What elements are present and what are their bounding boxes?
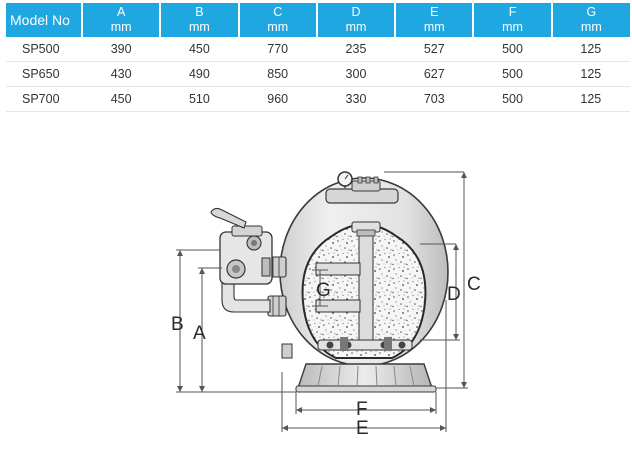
model-cell: SP500 (6, 37, 82, 62)
value-cell: 390 (82, 37, 161, 62)
value-cell: 500 (473, 37, 552, 62)
value-cell: 430 (82, 61, 161, 87)
drain-plug (281, 343, 293, 359)
value-cell: 510 (160, 86, 239, 112)
model-cell: SP700 (6, 86, 82, 112)
value-cell: 300 (316, 61, 396, 87)
header-unit: mm (345, 20, 367, 34)
header-letter: G (586, 5, 597, 19)
header-letter: D (351, 5, 361, 19)
value-cell: 770 (238, 37, 317, 62)
dim-label-d: D (447, 284, 461, 305)
header-letter: B (195, 5, 204, 19)
table-row: SP700 450 510 960 330 703 500 125 (6, 86, 630, 112)
value-cell: 330 (316, 86, 396, 112)
header-unit: mm (110, 20, 132, 34)
table-row: SP650 430 490 850 300 627 500 125 (6, 61, 630, 87)
header-letter: A (116, 5, 126, 19)
value-cell: 490 (160, 61, 239, 87)
value-cell: 500 (473, 86, 552, 112)
value-cell: 500 (473, 61, 552, 87)
central-pipe (358, 229, 374, 341)
dim-label-g: G (316, 280, 331, 301)
value-cell: 125 (551, 61, 630, 87)
header-unit: mm (502, 20, 523, 34)
header-unit: mm (267, 20, 289, 34)
header-unit: mm (189, 20, 210, 34)
header-model-no: Model No (6, 3, 83, 37)
value-cell: 527 (395, 37, 474, 62)
valve-handle-icon (210, 207, 247, 229)
value-cell: 450 (82, 86, 161, 112)
header-letter: E (430, 5, 439, 19)
value-cell: 125 (551, 86, 630, 112)
table-row: SP500 390 450 770 235 527 500 125 (6, 37, 630, 62)
value-cell: 850 (238, 61, 317, 87)
header-unit: mm (580, 20, 602, 34)
value-cell: 450 (160, 37, 239, 62)
header-letter: C (273, 5, 283, 19)
header-unit: mm (423, 20, 445, 34)
dim-label-c: C (467, 274, 481, 295)
value-cell: 703 (395, 86, 474, 112)
dim-label-f: F (356, 399, 368, 420)
value-cell: 960 (238, 86, 317, 112)
value-cell: 125 (551, 37, 630, 62)
header-letter: F (508, 5, 517, 19)
dim-label-e: E (356, 418, 369, 439)
dim-label-a: A (193, 323, 206, 344)
value-cell: 235 (316, 37, 396, 62)
value-cell: 627 (395, 61, 474, 87)
dim-label-b: B (171, 314, 184, 335)
model-cell: SP650 (6, 61, 82, 87)
